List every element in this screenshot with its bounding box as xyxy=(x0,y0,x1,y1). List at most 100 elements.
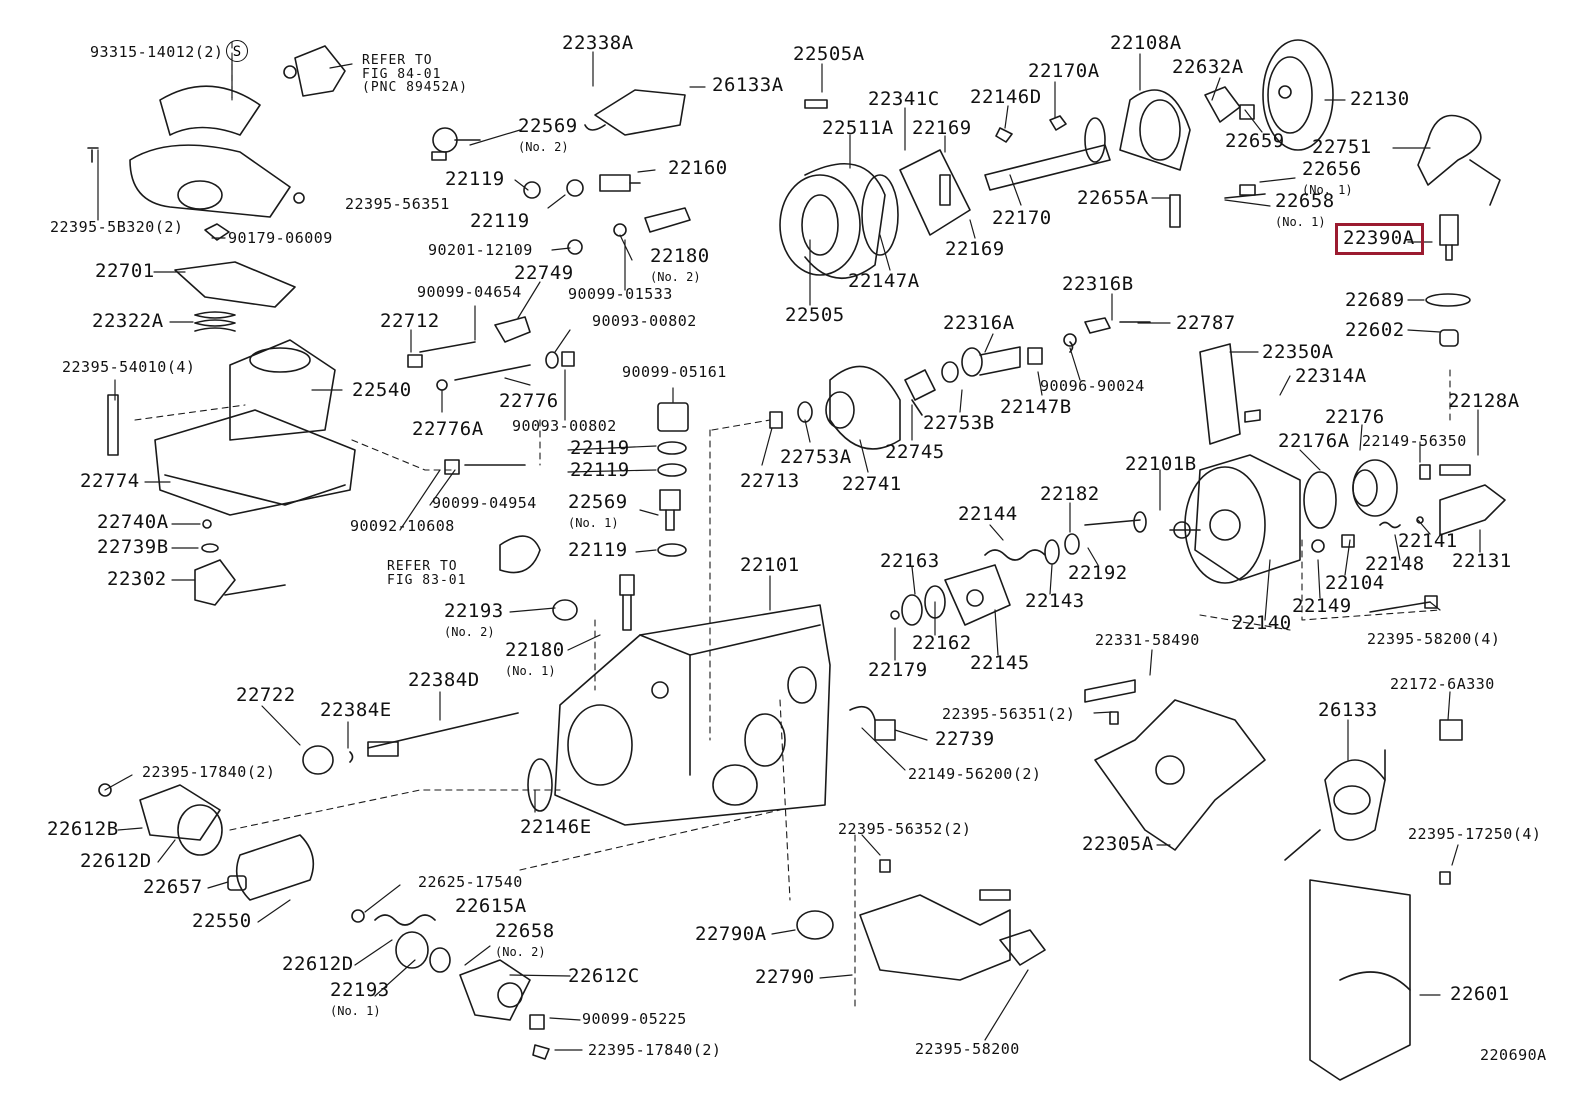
part-callout[interactable]: 22753A xyxy=(780,448,852,467)
part-callout[interactable]: 22182 xyxy=(1040,485,1100,504)
part-callout[interactable]: 22331-58490 xyxy=(1095,633,1200,648)
part-callout[interactable]: 22612C xyxy=(568,967,640,986)
part-callout[interactable]: 22701 xyxy=(95,262,155,281)
part-callout[interactable]: 22749 xyxy=(514,264,574,283)
part-callout[interactable]: 22395-56352(2) xyxy=(838,822,971,837)
part-callout[interactable]: 22745 xyxy=(885,443,945,462)
part-callout[interactable]: 22119 xyxy=(470,212,530,231)
part-callout[interactable]: 22162 xyxy=(912,634,972,653)
part-callout[interactable]: 22128A xyxy=(1448,392,1520,411)
part-callout[interactable]: 22713 xyxy=(740,472,800,491)
part-callout[interactable]: 22395-17840(2) xyxy=(142,765,275,780)
part-callout[interactable]: 90099-05161 xyxy=(622,365,727,380)
part-callout[interactable]: 22149-56200(2) xyxy=(908,767,1041,782)
part-callout[interactable]: 22193(No. 1) xyxy=(330,981,390,1019)
part-callout[interactable]: 22632A xyxy=(1172,58,1244,77)
part-callout[interactable]: 22602 xyxy=(1345,321,1405,340)
part-callout[interactable]: 22143 xyxy=(1025,592,1085,611)
part-callout[interactable]: 22101 xyxy=(740,556,800,575)
part-callout[interactable]: 22395-56351(2) xyxy=(942,707,1075,722)
part-callout[interactable]: 90201-12109 xyxy=(428,243,533,258)
part-callout[interactable]: 90179-06009 xyxy=(228,231,333,246)
part-callout[interactable]: 22338A xyxy=(562,34,634,53)
part-callout[interactable]: 90099-04654 xyxy=(417,285,522,300)
part-callout[interactable]: 22160 xyxy=(668,159,728,178)
part-callout[interactable]: 22655A xyxy=(1077,189,1149,208)
part-callout[interactable]: 22316A xyxy=(943,314,1015,333)
part-callout[interactable]: 22179 xyxy=(868,661,928,680)
part-callout[interactable]: 90099-04954 xyxy=(432,496,537,511)
part-callout[interactable]: 22147B xyxy=(1000,398,1072,417)
part-callout[interactable]: 22176A xyxy=(1278,432,1350,451)
part-callout[interactable]: 22104 xyxy=(1325,574,1385,593)
part-callout[interactable]: 22657 xyxy=(143,878,203,897)
part-callout[interactable]: 22108A xyxy=(1110,34,1182,53)
part-callout[interactable]: 22395-56351 xyxy=(345,197,450,212)
part-callout[interactable]: 22658(No. 1) xyxy=(1275,192,1335,230)
part-callout[interactable]: 22774 xyxy=(80,472,140,491)
part-callout[interactable]: 93315-14012(2) xyxy=(90,45,223,60)
part-callout[interactable]: 22169 xyxy=(945,240,1005,259)
part-callout[interactable]: 22144 xyxy=(958,505,1018,524)
part-callout[interactable]: 22656(No. 1) xyxy=(1302,160,1362,198)
part-callout[interactable]: 22384D xyxy=(408,671,480,690)
part-callout[interactable]: 22615A xyxy=(455,897,527,916)
part-callout[interactable]: 22625-17540 xyxy=(418,875,523,890)
part-callout[interactable]: 22149-56350 xyxy=(1362,434,1467,449)
part-callout[interactable]: 22612D xyxy=(80,852,152,871)
part-callout[interactable]: 90093-00802 xyxy=(592,314,697,329)
part-callout[interactable]: 90099-01533 xyxy=(568,287,673,302)
part-callout[interactable]: 22148 xyxy=(1365,555,1425,574)
part-callout[interactable]: 22180(No. 1) xyxy=(505,641,565,679)
part-callout[interactable]: 22569(No. 1) xyxy=(568,493,628,531)
part-callout[interactable]: 22322A xyxy=(92,312,164,331)
part-callout[interactable]: 22395-54010(4) xyxy=(62,360,195,375)
part-callout[interactable]: 90096-90024 xyxy=(1040,379,1145,394)
part-callout[interactable]: 22790A xyxy=(695,925,767,944)
part-callout[interactable]: 22776 xyxy=(499,392,559,411)
part-callout[interactable]: 22395-58200 xyxy=(915,1042,1020,1057)
part-callout[interactable]: 22341C xyxy=(868,90,940,109)
part-callout[interactable]: 26133A xyxy=(712,76,784,95)
part-callout[interactable]: 22384E xyxy=(320,701,392,720)
part-callout[interactable]: 22753B xyxy=(923,414,995,433)
part-callout[interactable]: 22172-6A330 xyxy=(1390,677,1495,692)
part-callout[interactable]: 22787 xyxy=(1176,314,1236,333)
part-callout[interactable]: 22395-5B320(2) xyxy=(50,220,183,235)
part-callout[interactable]: 22505 xyxy=(785,306,845,325)
part-callout[interactable]: 22776A xyxy=(412,420,484,439)
part-callout[interactable]: 22146D xyxy=(970,88,1042,107)
part-callout[interactable]: 22395-17840(2) xyxy=(588,1043,721,1058)
part-callout[interactable]: 22131 xyxy=(1452,552,1512,571)
part-callout[interactable]: 22119 xyxy=(445,170,505,189)
part-callout[interactable]: 22390A xyxy=(1343,229,1415,248)
part-callout[interactable]: 22550 xyxy=(192,912,252,931)
part-callout[interactable]: 22712 xyxy=(380,312,440,331)
part-callout[interactable]: 22146E xyxy=(520,818,592,837)
part-callout[interactable]: 22149 xyxy=(1292,597,1352,616)
part-callout[interactable]: 22739 xyxy=(935,730,995,749)
part-callout[interactable]: 22316B xyxy=(1062,275,1134,294)
part-callout[interactable]: 26133 xyxy=(1318,701,1378,720)
part-callout[interactable]: 22170 xyxy=(992,209,1052,228)
part-callout[interactable]: 22659 xyxy=(1225,132,1285,151)
part-callout[interactable]: 22145 xyxy=(970,654,1030,673)
part-callout[interactable]: 22395-17250(4) xyxy=(1408,827,1541,842)
part-callout[interactable]: 22193(No. 2) xyxy=(444,602,504,640)
part-callout[interactable]: 22169 xyxy=(912,119,972,138)
part-callout[interactable]: 22689 xyxy=(1345,291,1405,310)
part-callout[interactable]: 22739B xyxy=(97,538,169,557)
part-callout[interactable]: 22119 xyxy=(570,461,630,480)
part-callout[interactable]: 22140 xyxy=(1232,614,1292,633)
part-callout[interactable]: 22740A xyxy=(97,513,169,532)
part-callout[interactable]: 22147A xyxy=(848,272,920,291)
part-callout[interactable]: 90093-00802 xyxy=(512,419,617,434)
part-callout[interactable]: 22305A xyxy=(1082,835,1154,854)
part-callout[interactable]: 22658(No. 2) xyxy=(495,922,555,960)
part-callout[interactable]: 22569(No. 2) xyxy=(518,117,578,155)
part-callout[interactable]: 22722 xyxy=(236,686,296,705)
part-callout[interactable]: 22601 xyxy=(1450,985,1510,1004)
part-callout[interactable]: 22314A xyxy=(1295,367,1367,386)
part-callout[interactable]: 22612B xyxy=(47,820,119,839)
part-callout[interactable]: 22101B xyxy=(1125,455,1197,474)
